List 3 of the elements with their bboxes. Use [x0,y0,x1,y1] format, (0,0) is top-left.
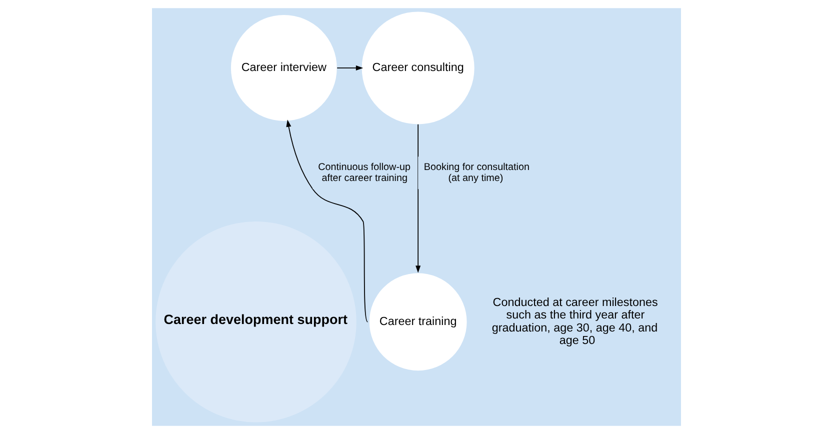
edge-label: Continuous follow-up after career training [318,162,410,184]
node-label: Conducted at career milestones such as the third year after graduation, age 30, age 40, and age 50 [491,296,658,347]
edge-label: Booking for consultation (at any time) [423,162,530,184]
